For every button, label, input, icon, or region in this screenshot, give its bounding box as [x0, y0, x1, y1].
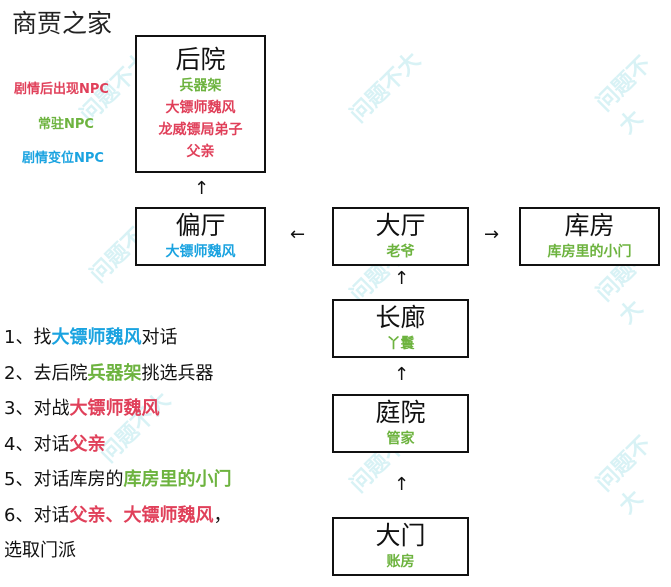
step: 1、找大镖师魏风对话 [4, 327, 178, 348]
arrow-up-icon: ↑ [194, 178, 210, 199]
step: 选取门派 [4, 540, 76, 561]
watermark: 问题不大 [345, 47, 426, 128]
legend-resident-npc: 常驻NPC [38, 117, 94, 132]
room-name: 大厅 [375, 211, 426, 240]
room-name: 庭院 [375, 398, 426, 427]
arrow-up-icon: ↑ [394, 268, 410, 289]
step: 6、对话父亲、大镖师魏风， [4, 504, 232, 526]
watermark: 问题不大 [592, 432, 657, 520]
npc: 库房里的小门 [547, 244, 632, 260]
room-name: 大门 [375, 521, 426, 550]
page-title: 商贾之家 [12, 9, 113, 38]
legend-plot-npc: 剧情后出现NPC [14, 82, 109, 97]
step: 2、去后院兵器架挑选兵器 [4, 362, 214, 384]
npc: 兵器架 [179, 78, 222, 94]
steps-list: 1、找大镖师魏风对话 2、去后院兵器架挑选兵器 3、对战大镖师魏风 4、对话父亲… [4, 320, 231, 569]
room-name: 后院 [175, 45, 226, 74]
room-tingyuan: 庭院 管家 [332, 394, 469, 453]
room-houyuan: 后院 兵器架 大镖师魏风 龙威镖局弟子 父亲 [135, 35, 266, 173]
room-dating: 大厅 老爷 [332, 207, 469, 266]
step: 4、对话父亲 [4, 433, 106, 455]
arrow-up-icon: ↑ [394, 474, 410, 495]
arrow-up-icon: ↑ [394, 364, 410, 385]
arrow-right-icon: → [484, 224, 500, 245]
room-kufang: 库房 库房里的小门 [519, 207, 660, 266]
room-changlang: 长廊 丫鬟 [332, 299, 469, 358]
npc: 龙威镖局弟子 [158, 122, 243, 138]
npc: 丫鬟 [386, 336, 415, 352]
room-name: 偏厅 [175, 211, 226, 240]
step: 3、对战大镖师魏风 [4, 398, 160, 419]
npc: 大镖师魏风 [165, 244, 236, 260]
room-pianting: 偏厅 大镖师魏风 [135, 207, 266, 266]
npc: 老爷 [386, 244, 415, 260]
npc: 管家 [386, 431, 415, 447]
room-name: 长廊 [375, 303, 426, 332]
step: 5、对话库房的库房里的小门 [4, 469, 232, 490]
room-damen: 大门 账房 [332, 517, 469, 576]
npc: 大镖师魏风 [165, 100, 236, 116]
npc: 账房 [386, 554, 415, 570]
legend-change-npc: 剧情变位NPC [22, 151, 104, 166]
watermark: 问题不大 [592, 52, 657, 140]
arrow-left-icon: ← [290, 224, 306, 245]
npc: 父亲 [186, 144, 215, 160]
room-name: 库房 [564, 211, 615, 240]
